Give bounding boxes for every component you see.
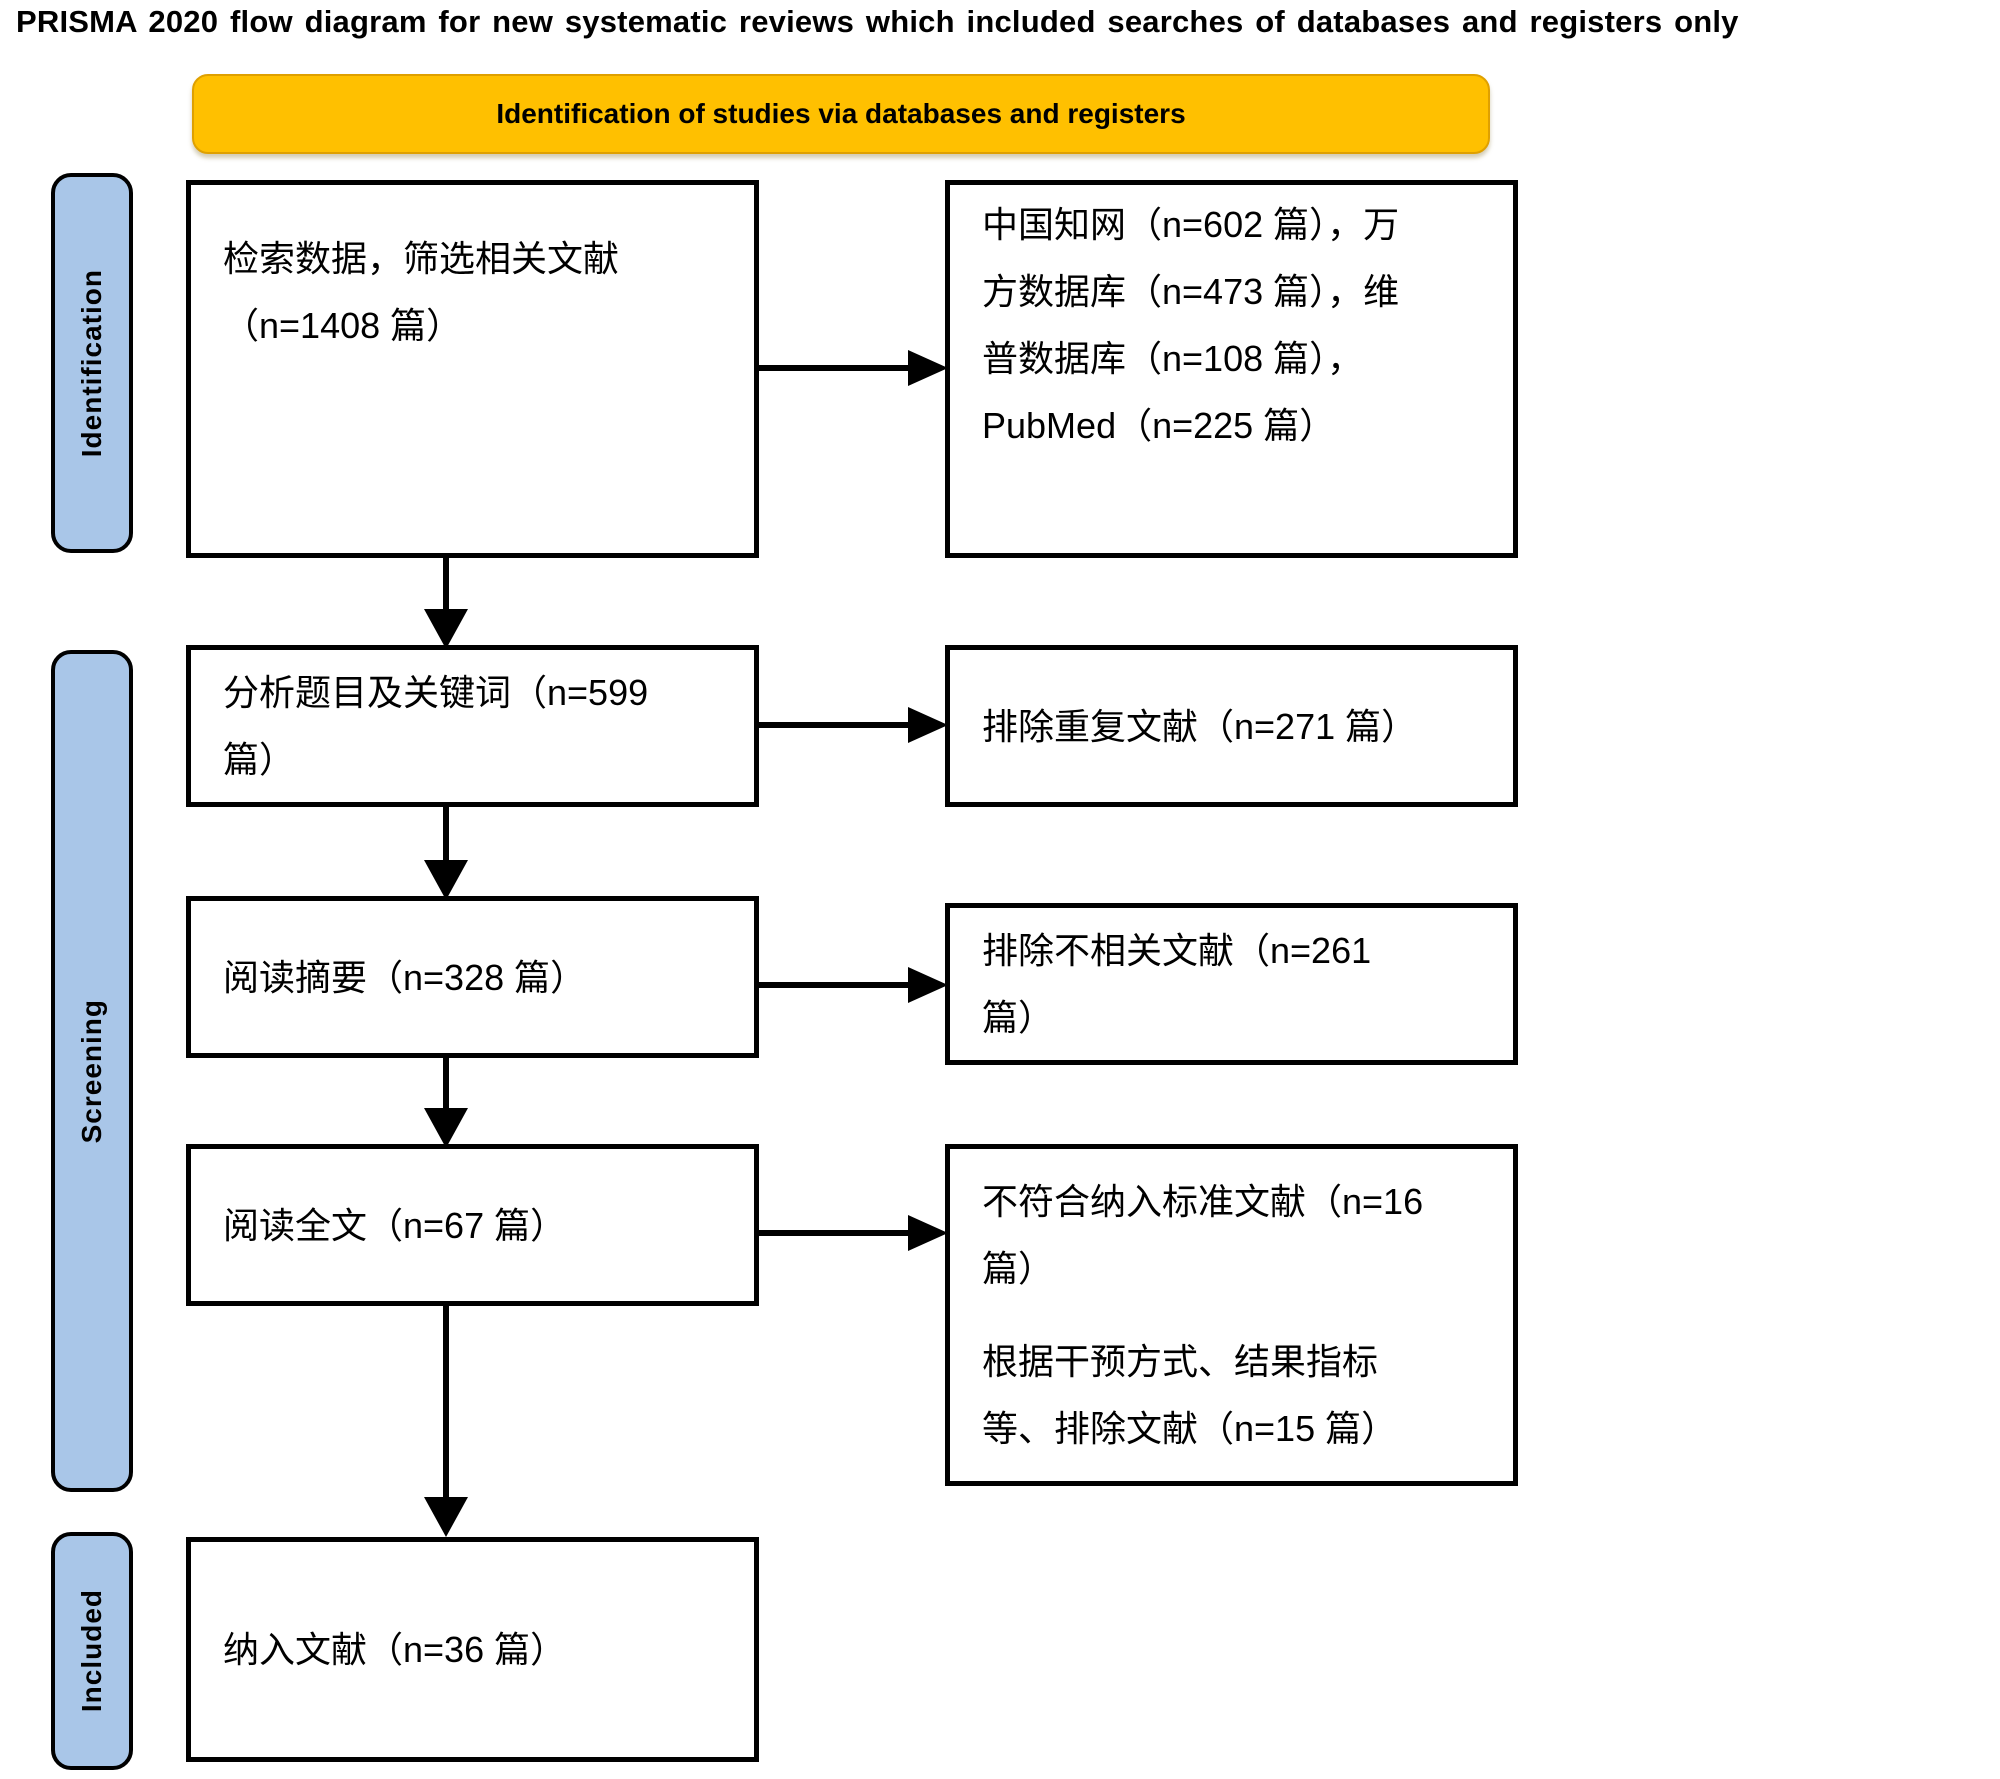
stage-screening-text: Screening (76, 998, 107, 1144)
arrow-down-1-line (443, 556, 449, 612)
stage-label-identification: Identification (51, 173, 133, 553)
arrow-right-3-line (756, 982, 911, 988)
side-box-databases: 中国知网（n=602 篇），万 方数据库（n=473 篇），维 普数据库（n=1… (945, 180, 1518, 558)
flow-box-abstract: 阅读摘要（n=328 篇） (186, 896, 759, 1058)
arrow-right-1-head (908, 350, 948, 386)
diagram-title: PRISMA 2020 flow diagram for new systema… (16, 4, 1739, 39)
arrow-down-2-head (424, 860, 468, 900)
flow-box-title-keywords: 分析题目及关键词（n=599 篇） (186, 645, 759, 807)
identification-banner: Identification of studies via databases … (192, 74, 1490, 154)
side-box-irrelevant: 排除不相关文献（n=261 篇） (945, 903, 1518, 1065)
side-box-exclusion-criteria-line1: 不符合纳入标准文献（n=16 篇） (982, 1181, 1424, 1289)
arrow-right-2-line (756, 722, 911, 728)
side-box-exclusion-criteria: 不符合纳入标准文献（n=16 篇） 根据干预方式、结果指标 等、排除文献（n=1… (945, 1144, 1518, 1486)
stage-label-screening: Screening (51, 650, 133, 1492)
side-box-exclusion-criteria-line2: 根据干预方式、结果指标 等、排除文献（n=15 篇） (982, 1341, 1398, 1449)
arrow-down-3-head (424, 1108, 468, 1148)
side-box-duplicates: 排除重复文献（n=271 篇） (945, 645, 1518, 807)
flow-box-fulltext: 阅读全文（n=67 篇） (186, 1144, 759, 1306)
stage-included-text: Included (76, 1589, 107, 1713)
flow-box-search: 检索数据，筛选相关文献 （n=1408 篇） (186, 180, 759, 558)
arrow-down-3-line (443, 1056, 449, 1111)
arrow-down-2-line (443, 805, 449, 863)
arrow-right-2-head (908, 707, 948, 743)
arrow-right-4-line (756, 1230, 911, 1236)
stage-identification-text: Identification (76, 268, 107, 458)
arrow-right-1-line (756, 365, 911, 371)
arrow-right-3-head (908, 967, 948, 1003)
stage-label-included: Included (51, 1532, 133, 1770)
arrow-down-4-head (424, 1497, 468, 1537)
arrow-down-4-line (443, 1304, 449, 1501)
arrow-down-1-head (424, 609, 468, 649)
flow-box-included: 纳入文献（n=36 篇） (186, 1537, 759, 1762)
arrow-right-4-head (908, 1215, 948, 1251)
banner-label: Identification of studies via databases … (496, 98, 1186, 129)
